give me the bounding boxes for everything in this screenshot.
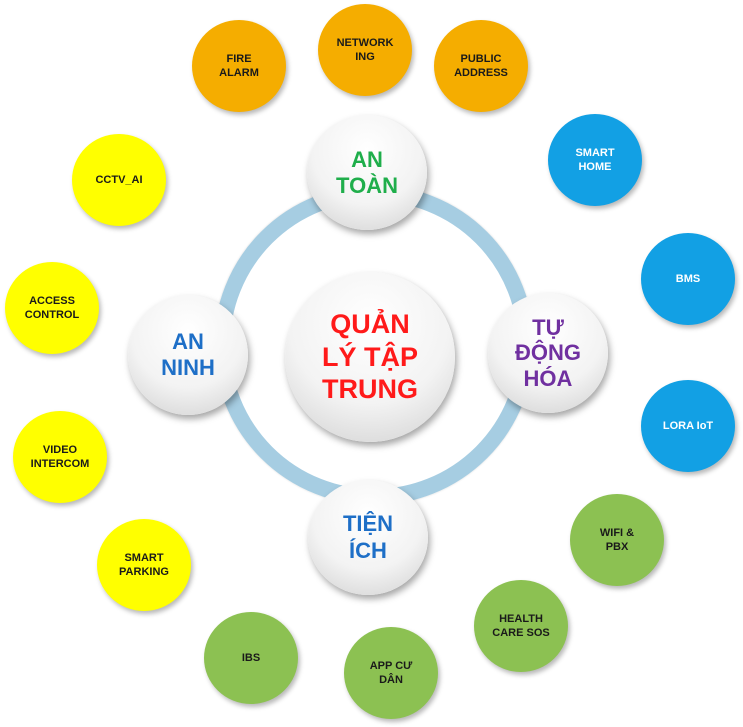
hub-an-toan-label: AN TOÀN (336, 147, 398, 198)
node-bms-label: BMS (675, 272, 701, 285)
node-lora-iot-label: LORA IoT (662, 419, 714, 432)
node-ibs: IBS (204, 612, 298, 704)
node-wifi-pbx: WIFI & PBX (570, 494, 664, 586)
node-public-address-label: PUBLIC ADDRESS (454, 52, 508, 79)
hub-an-toan: AN TOÀN (307, 115, 427, 230)
node-fire-alarm-label: FIRE ALARM (219, 52, 259, 79)
node-video-intercom-label: VIDEO INTERCOM (30, 443, 90, 470)
node-ibs-label: IBS (241, 651, 261, 664)
node-wifi-pbx-label: WIFI & PBX (599, 526, 635, 553)
node-video-intercom: VIDEO INTERCOM (13, 411, 107, 503)
node-networking: NETWORK ING (318, 4, 412, 96)
hub-an-ninh: AN NINH (128, 295, 248, 415)
hub-an-ninh-label: AN NINH (161, 328, 215, 380)
node-smart-home-label: SMART HOME (575, 146, 615, 173)
hub-tu-dong-hoa: TỰ ĐỘNG HÓA (488, 293, 608, 413)
node-networking-label: NETWORK ING (336, 36, 394, 63)
node-app-cu-dan: APP CƯ DÂN (344, 627, 438, 719)
node-public-address: PUBLIC ADDRESS (434, 20, 528, 112)
node-access-control-label: ACCESS CONTROL (24, 294, 80, 321)
node-health-care-sos-label: HEALTH CARE SOS (492, 612, 550, 639)
node-access-control: ACCESS CONTROL (5, 262, 99, 354)
hub-tien-ich: TIỆN ÍCH (308, 480, 428, 595)
node-smart-parking-label: SMART PARKING (119, 551, 169, 578)
node-app-cu-dan-label: APP CƯ DÂN (369, 659, 413, 686)
hub-tu-dong-hoa-label: TỰ ĐỘNG HÓA (515, 315, 581, 391)
node-bms: BMS (641, 233, 735, 325)
node-cctv-ai-label: CCTV_AI (95, 173, 143, 186)
node-smart-home: SMART HOME (548, 114, 642, 206)
node-health-care-sos: HEALTH CARE SOS (474, 580, 568, 672)
node-cctv-ai: CCTV_AI (72, 134, 166, 226)
center-hub-label: QUẢN LÝ TẬP TRUNG (321, 308, 418, 405)
node-smart-parking: SMART PARKING (97, 519, 191, 611)
center-hub: QUẢN LÝ TẬP TRUNG (285, 272, 455, 442)
node-fire-alarm: FIRE ALARM (192, 20, 286, 112)
hub-tien-ich-label: TIỆN ÍCH (342, 511, 394, 563)
node-lora-iot: LORA IoT (641, 380, 735, 472)
